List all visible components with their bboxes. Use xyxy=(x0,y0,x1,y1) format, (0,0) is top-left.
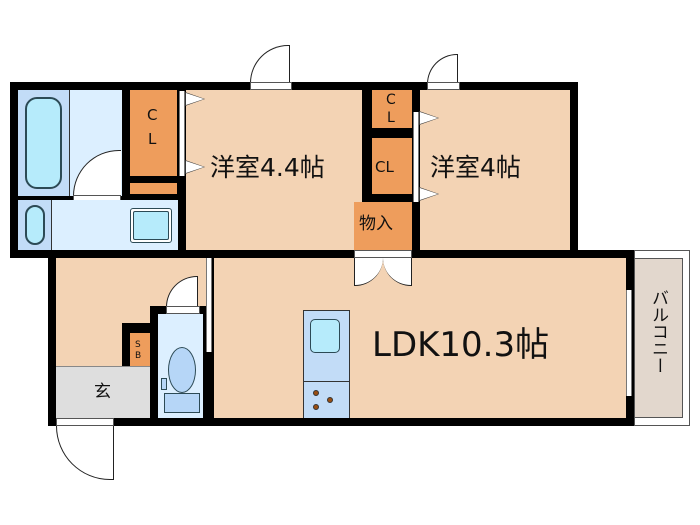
stove-burner-icon xyxy=(327,397,333,403)
western-room-4-4-label: 洋室4.4帖 xyxy=(210,153,325,182)
stove-burner-icon xyxy=(313,404,319,410)
balcony[interactable]: バルコニー xyxy=(634,258,683,418)
western-room-4-4: 洋室4.4帖 xyxy=(186,90,362,250)
entrance-door-swing-icon xyxy=(56,426,114,480)
room-4-4-door[interactable] xyxy=(250,82,292,90)
closet-2-label-top: C xyxy=(386,92,396,108)
balcony-label: バルコニー xyxy=(648,289,668,374)
storage-label: 物入 xyxy=(359,214,393,234)
closet-1-arrow-a-inner xyxy=(186,93,204,105)
washbasin-icon xyxy=(25,205,45,245)
closet-1-door[interactable] xyxy=(179,91,185,176)
shoe-box-label-bottom: B xyxy=(135,351,142,361)
storage[interactable]: 物入 xyxy=(354,202,412,250)
closet-2-3-door[interactable] xyxy=(413,112,419,202)
room-4-door[interactable] xyxy=(427,82,460,90)
storage-door[interactable] xyxy=(354,250,412,258)
closet-3-label: CL xyxy=(375,158,394,176)
closet-3-door-arrow-inner xyxy=(420,188,438,200)
entrance-step xyxy=(122,389,150,418)
closet-2-label-bottom: L xyxy=(387,110,395,126)
room-4-4-door-swing-icon xyxy=(250,45,290,83)
toilet-tank-icon xyxy=(164,393,200,413)
kitchen-sink-icon xyxy=(310,319,340,353)
entrance-label: 玄 xyxy=(94,382,111,402)
stove-divider xyxy=(303,381,350,382)
toilet-handle-icon xyxy=(161,378,167,390)
closet-3[interactable]: CL xyxy=(372,138,412,194)
closet-1-arrow-b-inner xyxy=(186,161,204,173)
ldk-label: LDK10.3帖 xyxy=(372,325,550,365)
ldk-balcony-window[interactable] xyxy=(626,290,632,396)
western-room-4: 洋室4帖 xyxy=(420,90,570,250)
stove-burner-icon xyxy=(313,390,319,396)
closet-2[interactable]: C L xyxy=(372,90,412,128)
closet-1-label-bottom: L xyxy=(148,130,157,148)
sink-icon xyxy=(130,208,172,243)
room-4-door-swing-icon xyxy=(427,54,458,84)
closet-1-label-top: C xyxy=(147,106,158,124)
ldk: LDK10.3帖 xyxy=(214,258,626,418)
closet-2-door-arrow-inner xyxy=(420,112,438,124)
closet-1[interactable]: C L xyxy=(130,90,177,176)
hall-ldk-sliding-door[interactable] xyxy=(206,258,212,352)
western-room-4-label: 洋室4帖 xyxy=(430,153,521,182)
shoe-box-label-top: S xyxy=(135,340,141,350)
toilet-bowl-icon xyxy=(168,347,196,393)
bathtub-icon xyxy=(25,97,62,189)
entrance-door[interactable] xyxy=(56,418,114,426)
toilet-door[interactable] xyxy=(166,306,200,314)
closet-1-shelf xyxy=(130,183,177,194)
